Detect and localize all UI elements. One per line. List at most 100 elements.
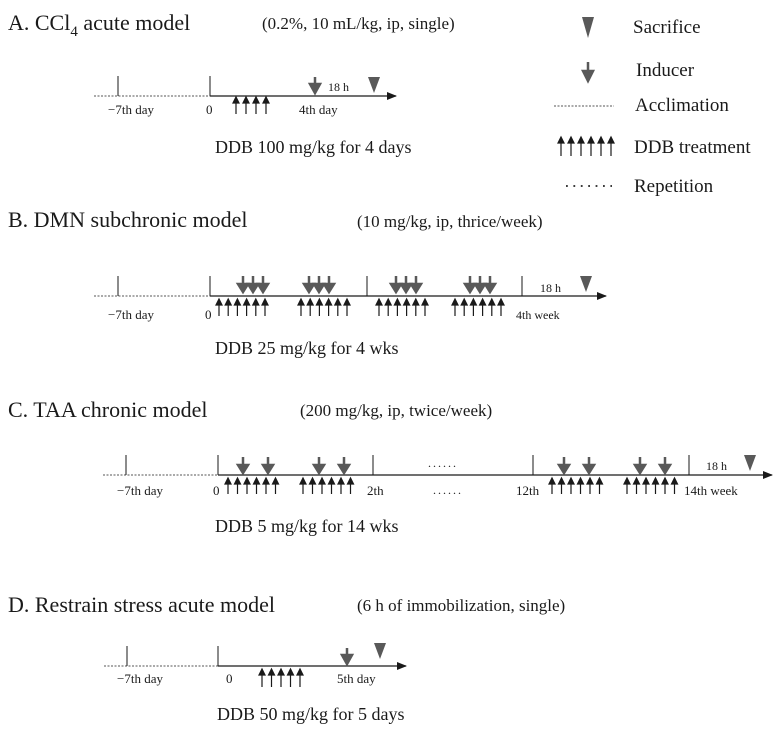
panel-c-repetition-dots-top: ...... xyxy=(428,456,458,470)
legend-acclimation-label: Acclimation xyxy=(635,95,729,116)
panel-d: D. Restrain stress acute model (6 h of i… xyxy=(8,592,565,724)
ddb-arrow-icon xyxy=(460,297,469,316)
panel-a-dose-label: DDB 100 mg/kg for 4 days xyxy=(215,137,412,157)
ddb-arrow-icon xyxy=(224,297,233,316)
inducer-arrow-icon xyxy=(336,457,352,476)
panel-d-ddb-arrows xyxy=(258,667,304,687)
panel-a-title: A. CCl4 acute model xyxy=(8,10,190,40)
ddb-arrow-icon xyxy=(277,667,285,687)
ddb-arrow-icon xyxy=(224,476,232,494)
panel-a: A. CCl4 acute model (0.2%, 10 mL/kg, ip,… xyxy=(8,10,455,157)
inducer-arrow-icon xyxy=(311,457,327,476)
ddb-arrow-icon xyxy=(252,95,260,114)
ddb-arrow-icon xyxy=(607,135,615,156)
panel-c-sacrifice-icon xyxy=(744,455,756,471)
legend-ddb-treatment xyxy=(557,135,615,156)
panel-a-ddb-arrows xyxy=(232,95,270,114)
legend-repetition: Repetition xyxy=(566,176,714,197)
panel-a-end-label: 4th day xyxy=(299,102,338,117)
ddb-arrow-icon xyxy=(411,297,420,316)
panel-b-zero-label: 0 xyxy=(205,307,212,322)
ddb-arrow-icon xyxy=(242,95,250,114)
panel-b: B. DMN subchronic model (10 mg/kg, ip, t… xyxy=(8,207,607,358)
panel-b-interval-label: 18 h xyxy=(540,281,561,295)
ddb-arrow-icon xyxy=(308,476,317,494)
inducer-arrow-icon xyxy=(311,276,327,295)
panel-a-inducer-icon xyxy=(307,77,323,96)
ddb-arrow-icon xyxy=(232,95,240,114)
ddb-arrow-icon xyxy=(393,297,402,316)
ddb-arrow-icon xyxy=(297,297,305,316)
ddb-arrow-icon xyxy=(299,476,307,494)
panel-c-interval-label: 18 h xyxy=(706,459,727,473)
ddb-arrow-icon xyxy=(324,297,333,316)
ddb-arrow-icon xyxy=(267,667,276,687)
ddb-arrow-icon xyxy=(327,476,336,494)
panel-b-dose-label: DDB 25 mg/kg for 4 wks xyxy=(215,338,399,358)
inducer-arrow-icon xyxy=(556,457,572,476)
panel-c-repetition-dots-bottom: ...... xyxy=(433,483,463,497)
panel-d-params: (6 h of immobilization, single) xyxy=(357,596,565,615)
panel-c-inducer-arrows xyxy=(235,457,673,476)
inducer-arrow-icon xyxy=(388,276,404,295)
inducer-arrow-icon xyxy=(260,457,276,476)
ddb-arrow-icon xyxy=(586,476,594,494)
inducer-arrow-icon xyxy=(462,276,478,295)
ddb-arrow-icon xyxy=(557,135,565,156)
ddb-arrow-icon xyxy=(577,135,585,156)
panel-c: C. TAA chronic model (200 mg/kg, ip, twi… xyxy=(8,397,773,536)
inducer-arrow-icon xyxy=(472,276,488,295)
ddb-arrow-icon xyxy=(497,297,505,316)
ddb-arrow-icon xyxy=(421,297,429,316)
panel-a-interval-label: 18 h xyxy=(328,80,349,94)
ddb-arrow-icon xyxy=(243,476,251,494)
ddb-arrow-icon xyxy=(318,476,326,494)
panel-a-start-label: −7th day xyxy=(108,102,154,117)
panel-c-title: C. TAA chronic model xyxy=(8,397,207,422)
ddb-arrow-icon xyxy=(469,297,478,316)
ddb-arrow-icon xyxy=(296,667,304,687)
ddb-arrow-icon xyxy=(215,297,223,316)
legend: Sacrifice Inducer Acclimation DDB treatm… xyxy=(554,17,751,197)
panel-b-sacrifice-icon xyxy=(580,276,592,292)
legend-sacrifice-label: Sacrifice xyxy=(633,17,701,38)
panel-c-dose-label: DDB 5 mg/kg for 14 wks xyxy=(215,516,399,536)
legend-inducer: Inducer xyxy=(580,60,695,84)
panel-d-start-label: −7th day xyxy=(117,671,163,686)
ddb-arrow-icon xyxy=(262,476,270,494)
ddb-arrow-icon xyxy=(402,297,411,316)
panel-b-params: (10 mg/kg, ip, thrice/week) xyxy=(357,212,543,231)
panel-d-dose-label: DDB 50 mg/kg for 5 days xyxy=(217,704,405,724)
ddb-arrow-icon xyxy=(597,135,605,156)
ddb-arrow-icon xyxy=(233,297,242,316)
panel-b-ddb-arrows xyxy=(215,297,505,316)
panel-b-start-label: −7th day xyxy=(108,307,154,322)
panel-b-inducer-arrows xyxy=(235,276,498,295)
ddb-arrow-icon xyxy=(343,297,351,316)
inducer-arrow-icon xyxy=(321,276,337,295)
inducer-arrow-icon xyxy=(657,457,673,476)
ddb-arrow-icon xyxy=(548,476,556,494)
ddb-arrow-icon xyxy=(595,476,604,494)
panel-d-end-label: 5th day xyxy=(337,671,376,686)
panel-c-params: (200 mg/kg, ip, twice/week) xyxy=(300,401,492,420)
ddb-arrow-icon xyxy=(233,476,242,494)
inducer-arrow-icon xyxy=(632,457,648,476)
legend-sacrifice: Sacrifice xyxy=(582,17,701,38)
panel-d-title: D. Restrain stress acute model xyxy=(8,592,275,617)
panel-c-start-label: −7th day xyxy=(117,483,163,498)
ddb-arrow-icon xyxy=(271,476,280,494)
legend-ddb-treatment-label: DDB treatment xyxy=(634,137,751,158)
inducer-icon xyxy=(580,62,596,84)
ddb-arrow-icon xyxy=(623,476,631,494)
panel-c-2th-label: 2th xyxy=(367,483,384,498)
panel-d-inducer-icon xyxy=(339,648,355,667)
inducer-arrow-icon xyxy=(245,276,261,295)
panel-b-title: B. DMN subchronic model xyxy=(8,207,248,232)
panel-a-sacrifice-icon xyxy=(368,77,380,93)
ddb-arrow-icon xyxy=(315,297,324,316)
ddb-arrow-icon xyxy=(651,476,660,494)
ddb-arrow-icon xyxy=(375,297,383,316)
inducer-arrow-icon xyxy=(301,276,317,295)
ddb-arrow-icon xyxy=(251,297,260,316)
